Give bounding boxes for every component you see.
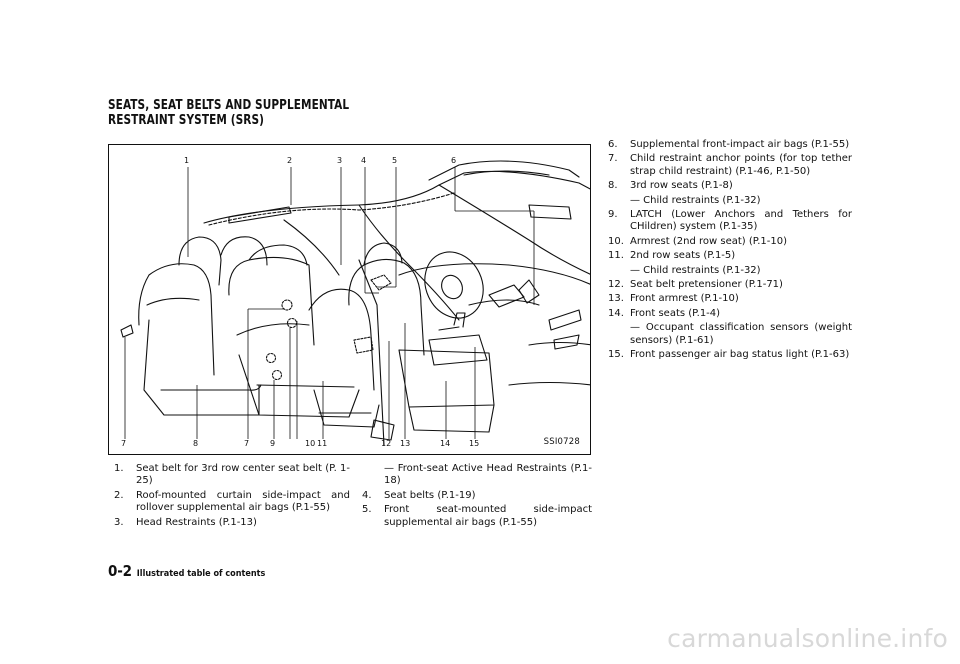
legend-item-number: 8. xyxy=(608,180,618,192)
legend-item-number: 5. xyxy=(362,504,372,516)
legend-item-number: 13. xyxy=(608,293,624,305)
legend-list-left: 1. Seat belt for 3rd row center seat belt… xyxy=(114,463,350,531)
legend-list-middle: — Front-seat Active Head Restraints (P.1… xyxy=(362,463,592,531)
page-number: 0-2 xyxy=(108,562,132,580)
legend-item: 4. Seat belts (P.1-19) xyxy=(362,490,592,502)
callout-5: 5 xyxy=(392,156,398,165)
car-interior-drawing xyxy=(120,160,590,446)
callout-10: 10 xyxy=(305,439,316,448)
legend-subitem-text: — Front-seat Active Head Restraints (P.1… xyxy=(384,463,592,487)
callout-6: 6 xyxy=(451,156,457,165)
watermark: carmanualsonline.info xyxy=(667,624,948,653)
legend-item: 10. Armrest (2nd row seat) (P.1-10) xyxy=(608,236,852,248)
legend-item-text: LATCH (Lower Anchors and Tethers for CHi… xyxy=(630,209,852,233)
callout-1: 1 xyxy=(184,156,190,165)
legend-item: 3. Head Restraints (P.1-13) xyxy=(114,517,350,529)
legend-item-text: Armrest (2nd row seat) (P.1-10) xyxy=(630,235,788,247)
callout-4: 4 xyxy=(361,156,367,165)
legend-item-text: Seat belts (P.1-19) xyxy=(384,489,476,501)
legend-item-number: 11. xyxy=(608,250,624,262)
figure-id: SSI0728 xyxy=(543,437,580,447)
legend-list-right: 6. Supplemental front-impact air bags (P.… xyxy=(608,139,852,364)
callout-14: 14 xyxy=(440,439,451,448)
legend-item-text: Seat belt for 3rd row center seat belt (… xyxy=(136,463,350,487)
legend-item-number: 2. xyxy=(114,489,124,501)
legend-item: 7. Child restraint anchor points (for top… xyxy=(608,153,852,178)
legend-item: 2. Roof-mounted curtain side-impact and r… xyxy=(114,490,350,515)
callout-7a: 7 xyxy=(121,439,127,448)
legend-item-text: 3rd row seats (P.1-8) xyxy=(630,180,733,192)
legend-item-text: Roof-mounted curtain side-impact and rol… xyxy=(136,489,350,514)
legend-item-text: Seat belt pretensioner (P.1-71) xyxy=(630,279,783,291)
legend-item-number: 15. xyxy=(608,349,624,361)
callout-7b: 7 xyxy=(244,439,250,448)
legend-item-text: Front passenger air bag status light (P.… xyxy=(630,349,850,361)
legend-subitem: — Occupant classification sensors (weigh… xyxy=(608,322,852,347)
legend-item-text: Supplemental front-impact air bags (P.1-… xyxy=(630,139,850,150)
interior-illustration: 1 2 3 4 5 6 7 8 7 9 10 11 12 13 14 15 SS… xyxy=(108,144,591,455)
legend-item: 12. Seat belt pretensioner (P.1-71) xyxy=(608,279,852,291)
legend-item-text: Front armrest (P.1-10) xyxy=(630,293,739,305)
legend-item-text: Front seat-mounted side-impact supplemen… xyxy=(384,504,592,528)
legend-item-text: 2nd row seats (P.1-5) xyxy=(630,250,736,262)
legend-subitem: — Child restraints (P.1-32) xyxy=(608,265,852,277)
legend-item-number: 14. xyxy=(608,307,624,319)
legend-item-text: Front seats (P.1-4) xyxy=(630,307,721,319)
callout-11: 11 xyxy=(317,439,328,448)
legend-subitem-text: — Child restraints (P.1-32) xyxy=(630,194,761,206)
legend-item-number: 6. xyxy=(608,139,618,150)
section-title: SEATS, SEAT BELTS AND SUPPLEMENTAL RESTR… xyxy=(108,98,350,128)
callout-3: 3 xyxy=(337,156,343,165)
legend-subitem: — Front-seat Active Head Restraints (P.1… xyxy=(362,463,592,488)
legend-item-number: 1. xyxy=(114,463,124,474)
callout-12: 12 xyxy=(381,439,392,448)
callout-13: 13 xyxy=(400,439,411,448)
legend-item-number: 7. xyxy=(608,153,618,165)
legend-item-text: Child restraint anchor points (for top t… xyxy=(630,153,852,177)
legend-item: 1. Seat belt for 3rd row center seat belt… xyxy=(114,463,350,488)
legend-item-text: Head Restraints (P.1-13) xyxy=(136,516,257,528)
legend-item-number: 9. xyxy=(608,209,618,221)
legend-item: 11. 2nd row seats (P.1-5) xyxy=(608,250,852,262)
legend-item: 6. Supplemental front-impact air bags (P.… xyxy=(608,139,852,151)
legend-item: 15. Front passenger air bag status light … xyxy=(608,349,852,361)
callout-2: 2 xyxy=(287,156,293,165)
callout-8: 8 xyxy=(193,439,199,448)
footer-section-name: Illustrated table of contents xyxy=(136,569,266,579)
legend-item-number: 10. xyxy=(608,235,624,247)
legend-item-number: 3. xyxy=(114,516,124,528)
legend-item-number: 4. xyxy=(362,489,372,501)
legend-subitem: — Child restraints (P.1-32) xyxy=(608,195,852,207)
legend-item: 5. Front seat-mounted side-impact supplem… xyxy=(362,504,592,529)
callout-15: 15 xyxy=(469,439,480,448)
legend-item: 13. Front armrest (P.1-10) xyxy=(608,293,852,305)
legend-subitem-text: — Child restraints (P.1-32) xyxy=(630,264,761,276)
legend-item: 8. 3rd row seats (P.1-8) xyxy=(608,180,852,192)
legend-item-number: 12. xyxy=(608,279,624,291)
page-footer: 0-2 Illustrated table of contents xyxy=(108,562,265,580)
legend-item: 14. Front seats (P.1-4) xyxy=(608,308,852,320)
legend-subitem-text: — Occupant classification sensors (weigh… xyxy=(630,322,852,346)
legend-item: 9. LATCH (Lower Anchors and Tethers for C… xyxy=(608,209,852,234)
callout-9: 9 xyxy=(270,439,276,448)
